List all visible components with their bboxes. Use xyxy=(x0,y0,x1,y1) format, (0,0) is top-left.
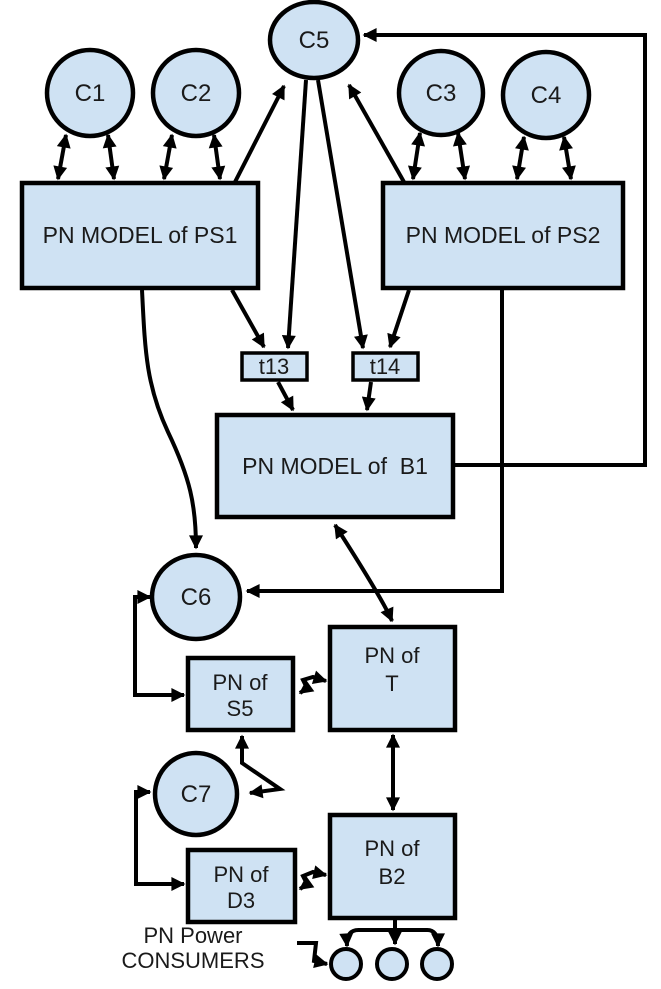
node-s5 xyxy=(185,655,296,733)
node-t-label-line1: PN of xyxy=(364,643,420,668)
node-t-label-line2: T xyxy=(385,671,398,696)
node-ps1-label: PN MODEL of PS1 xyxy=(43,222,238,248)
node-b2-label-line1: PN of xyxy=(364,836,420,861)
node-ps2 xyxy=(380,180,626,291)
edge-c7-d3-loop xyxy=(134,785,186,891)
edge-b1-t xyxy=(333,523,394,623)
node-c5 xyxy=(267,0,361,81)
edge-c3-ps2-right xyxy=(452,131,471,181)
node-d3-label-line2: D3 xyxy=(227,888,255,913)
node-b1-label: PN MODEL of B1 xyxy=(242,453,428,479)
node-c1 xyxy=(44,47,136,139)
edge-ps1-c5 xyxy=(233,84,286,183)
node-ps2-label: PN MODEL of PS2 xyxy=(406,222,601,248)
node-c3-label: C3 xyxy=(426,80,457,107)
edge-c2-ps1-left xyxy=(159,133,177,181)
node-c6 xyxy=(149,552,243,642)
node-consumer-place-1 xyxy=(329,947,363,981)
node-s5-label-line1: PN of xyxy=(212,670,268,695)
node-c3 xyxy=(396,48,486,138)
node-t13 xyxy=(240,351,309,382)
node-b2 xyxy=(327,812,458,921)
edge-c4-ps2-left xyxy=(512,135,529,181)
node-consumer-place-3 xyxy=(420,947,454,981)
node-c1-label: C1 xyxy=(75,80,106,107)
node-t14-label: t14 xyxy=(370,354,401,379)
node-c4 xyxy=(500,49,592,141)
edge-d3-b2-zigzag xyxy=(298,865,328,891)
edge-s5-t-zigzag xyxy=(298,670,328,695)
edge-ps1-t13 xyxy=(230,289,266,349)
edge-ps2-t14 xyxy=(387,289,411,349)
edge-c5-t14 xyxy=(316,79,368,350)
node-c2 xyxy=(150,47,242,139)
edges-place-arcs xyxy=(53,131,576,181)
node-c4-label: C4 xyxy=(531,82,562,109)
caption-line2: CONSUMERS xyxy=(121,948,264,973)
edge-c5-t13 xyxy=(281,79,308,350)
edge-c3-ps2-left xyxy=(407,131,426,181)
edge-c1-ps1-right xyxy=(102,133,120,181)
edge-t14-b1 xyxy=(361,381,376,412)
node-c2-label: C2 xyxy=(181,80,212,107)
edge-ps2-c6 xyxy=(245,290,504,598)
node-t14 xyxy=(351,351,420,382)
node-c5-label: C5 xyxy=(299,27,330,54)
edge-ps2-c5 xyxy=(347,83,406,183)
node-ps1 xyxy=(19,180,261,291)
node-b1 xyxy=(214,412,456,520)
node-d3-label-line1: PN of xyxy=(213,862,269,887)
edge-b2-consumer-spread xyxy=(339,927,445,948)
node-t13-label: t13 xyxy=(259,354,290,379)
edge-c4-ps2-right xyxy=(559,135,576,181)
node-c7-label: C7 xyxy=(181,781,212,808)
edge-t13-b1 xyxy=(276,381,295,412)
edge-c7-s5-bent xyxy=(235,734,286,799)
edge-c1-ps1-left xyxy=(53,133,71,181)
node-c7 xyxy=(152,750,240,838)
node-d3 xyxy=(185,847,298,925)
node-b2-label-line2: B2 xyxy=(379,864,406,889)
edge-ps1-c6-curve xyxy=(140,289,203,550)
node-s5-label-line2: S5 xyxy=(227,696,254,721)
node-c6-label: C6 xyxy=(181,584,212,611)
edge-consumer-left-zigzag xyxy=(297,941,329,968)
caption-line1: PN Power xyxy=(143,923,242,948)
edge-c2-ps1-right xyxy=(208,133,226,181)
node-t xyxy=(327,624,458,733)
edge-c6-s5-loop xyxy=(133,590,186,702)
node-consumer-place-2 xyxy=(375,947,409,981)
edge-b1-c5-feedback xyxy=(362,28,647,467)
